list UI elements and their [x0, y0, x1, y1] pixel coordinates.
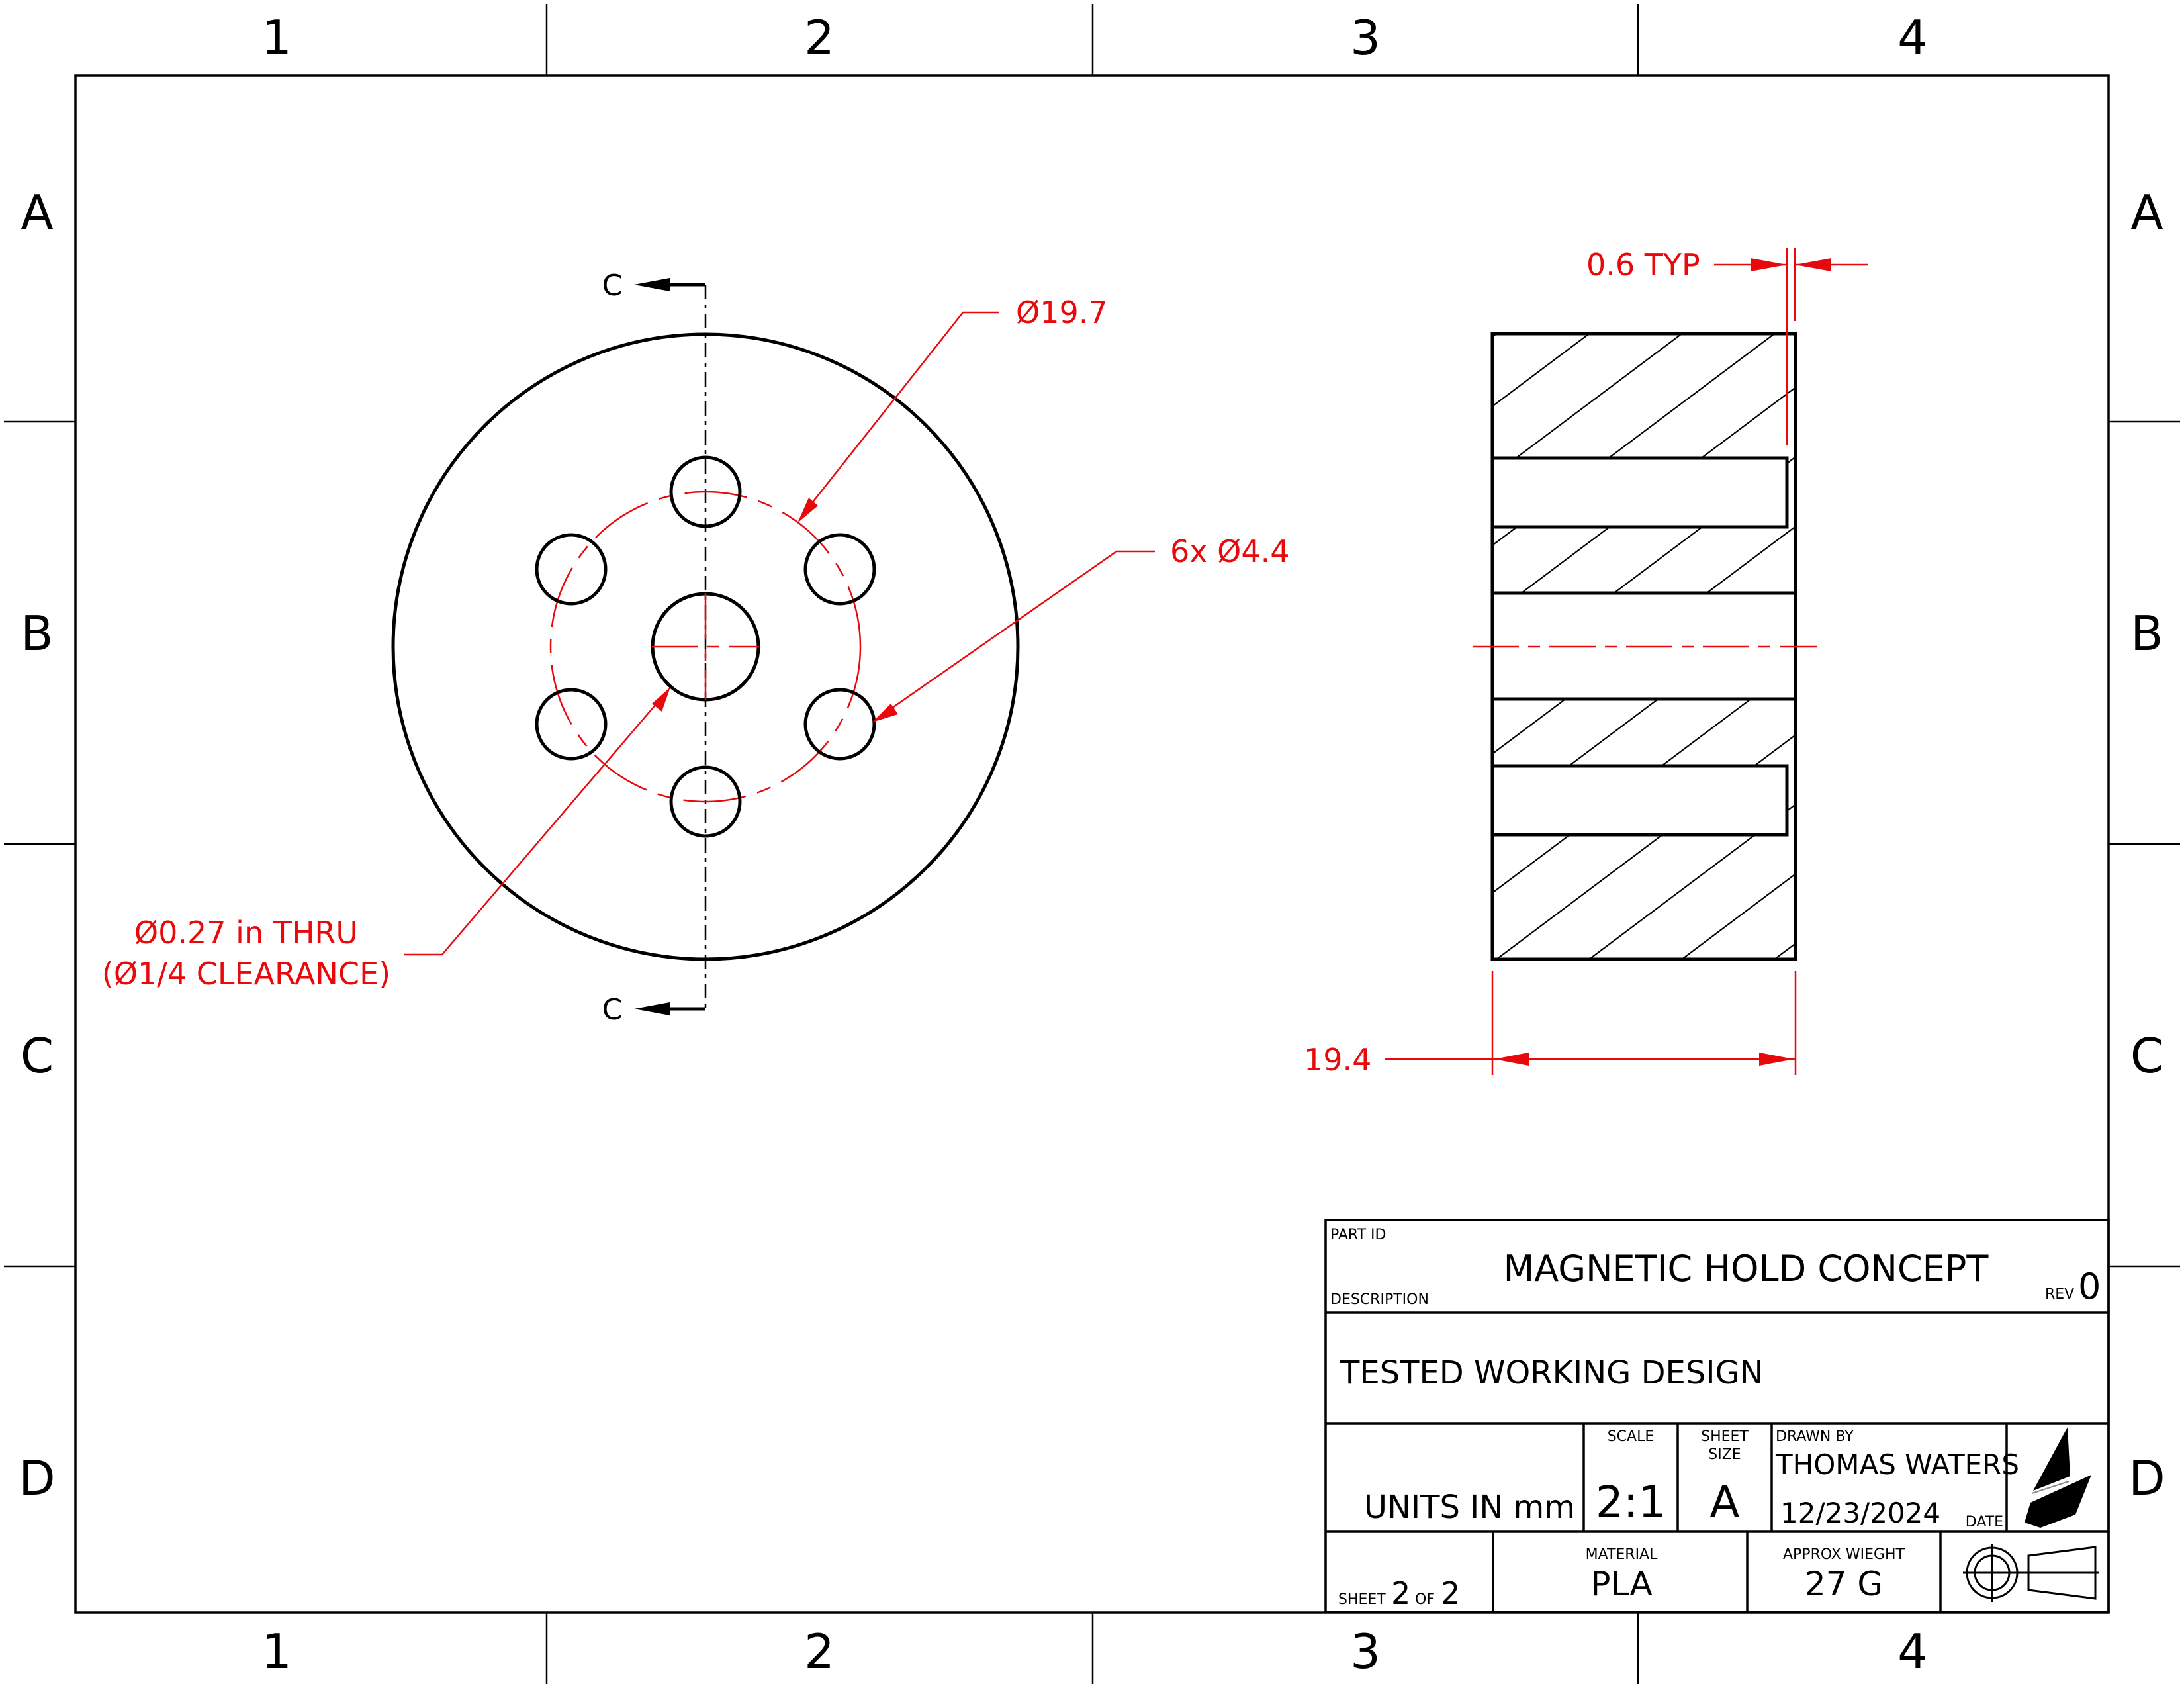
bolt-circle — [549, 491, 862, 803]
zone-row-right-B: B — [2130, 606, 2163, 661]
front-view: C C Ø19.7 6x Ø4.4 — [102, 269, 1290, 1027]
drawn-by-value: THOMAS WATERS — [1775, 1448, 2019, 1481]
section-cut-line: C C — [602, 269, 707, 1027]
zone-col-top-1: 1 — [261, 10, 292, 66]
hole-6 — [535, 533, 608, 606]
sailboat-logo-icon — [2025, 1427, 2091, 1528]
material-value: PLA — [1590, 1565, 1652, 1603]
zone-row-left-B: B — [21, 606, 53, 661]
zone-row-left-D: D — [19, 1450, 55, 1506]
lower-magnet-pocket — [1492, 764, 1789, 837]
wall-thickness-dimension: 0.6 TYP — [1586, 247, 1868, 445]
width-value: 19.4 — [1304, 1042, 1371, 1078]
holes-callout: 6x Ø4.4 — [872, 534, 1289, 722]
bolt-circle-dimension: Ø19.7 — [1016, 295, 1108, 330]
holes-dimension: 6x Ø4.4 — [1170, 534, 1289, 569]
center-hole-dimension-line2: (Ø1/4 CLEARANCE) — [102, 956, 390, 992]
bolt-circle-callout: Ø19.7 — [797, 295, 1108, 523]
date-value: 12/23/2024 — [1780, 1497, 1940, 1529]
description-value: TESTED WORKING DESIGN — [1340, 1354, 1764, 1391]
date-label: DATE — [1966, 1514, 2003, 1530]
zone-col-top-2: 2 — [804, 10, 835, 66]
section-label-bottom: C — [602, 993, 623, 1027]
drawn-by-label: DRAWN BY — [1776, 1429, 1854, 1445]
drawing-title: MAGNETIC HOLD CONCEPT — [1504, 1248, 1989, 1289]
sheet-number: 2 — [1391, 1575, 1410, 1611]
center-hole-dimension-line1: Ø0.27 in THRU — [134, 915, 358, 951]
scale-value: 2:1 — [1596, 1477, 1666, 1528]
width-dimension: 19.4 — [1304, 971, 1797, 1078]
zone-row-right-D: D — [2128, 1450, 2165, 1506]
part-id-label: PART ID — [1330, 1227, 1386, 1243]
hole-4 — [669, 765, 742, 838]
hole-3 — [803, 688, 876, 761]
material-label: MATERIAL — [1586, 1546, 1658, 1563]
zone-row-right-A: A — [2130, 185, 2163, 240]
hole-1 — [669, 455, 742, 528]
hole-2 — [803, 533, 876, 606]
center-hole-callout: Ø0.27 in THRU (Ø1/4 CLEARANCE) — [102, 687, 670, 992]
wall-thickness-value: 0.6 TYP — [1586, 247, 1700, 283]
first-angle-projection-icon — [1963, 1544, 2099, 1602]
zone-labels: 1 2 3 4 1 2 3 4 A B C D A B C D — [19, 10, 2165, 1679]
title-block: PART ID DESCRIPTION MAGNETIC HOLD CONCEP… — [1324, 1219, 2110, 1613]
sheet-size-label-2: SIZE — [1708, 1446, 1741, 1463]
sheet-total: 2 — [1441, 1575, 1460, 1611]
section-arrow-bottom-icon — [634, 1002, 670, 1015]
zone-col-bottom-1: 1 — [261, 1624, 292, 1679]
zone-col-bottom-4: 4 — [1897, 1624, 1928, 1679]
zone-col-bottom-2: 2 — [804, 1624, 835, 1679]
sheet-of-label: OF — [1415, 1591, 1435, 1608]
sheet-label: SHEET — [1338, 1591, 1386, 1608]
zone-col-top-4: 4 — [1897, 10, 1928, 66]
outer-disc — [391, 332, 1020, 961]
scale-label: SCALE — [1608, 1429, 1655, 1445]
sheet-border — [4, 4, 2180, 1684]
sheet-size-value: A — [1709, 1477, 1739, 1528]
magnet-holes — [535, 455, 876, 838]
rev-label: REV — [2045, 1286, 2074, 1303]
zone-col-bottom-3: 3 — [1350, 1624, 1381, 1679]
units-note: UNITS IN mm — [1364, 1489, 1575, 1526]
sheet-size-label-1: SHEET — [1701, 1429, 1749, 1445]
description-label: DESCRIPTION — [1330, 1291, 1429, 1308]
upper-magnet-pocket — [1492, 456, 1789, 529]
zone-row-left-C: C — [21, 1028, 54, 1084]
rev-value: 0 — [2078, 1266, 2101, 1307]
zone-col-top-3: 3 — [1350, 10, 1381, 66]
section-label-top: C — [602, 269, 623, 303]
section-arrow-top-icon — [634, 278, 670, 291]
zone-row-left-A: A — [21, 185, 53, 240]
weight-value: 27 G — [1805, 1565, 1883, 1603]
hole-5 — [535, 688, 608, 761]
weight-label: APPROX WIEGHT — [1783, 1546, 1905, 1563]
zone-row-right-C: C — [2130, 1028, 2163, 1084]
